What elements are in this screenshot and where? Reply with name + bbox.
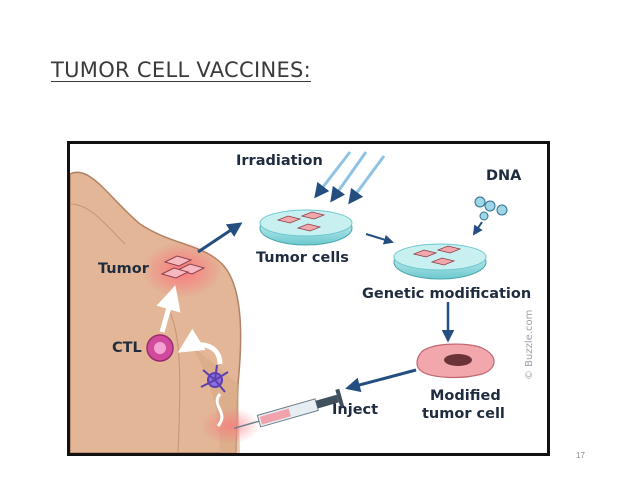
label-ctl: CTL — [112, 340, 142, 356]
dc-to-ctl-arrow — [177, 328, 223, 365]
irradiation-rays — [314, 151, 386, 205]
injection-path — [215, 393, 224, 427]
ctl-to-tumor-arrow — [156, 285, 181, 333]
page-number: 17 — [576, 451, 585, 460]
injection-glow — [200, 408, 260, 444]
modified-to-syringe-arrow — [345, 368, 417, 393]
label-irradiation: Irradiation — [236, 153, 323, 169]
tumor-to-dish-arrow — [197, 222, 243, 254]
petri-dish-1 — [259, 209, 353, 246]
label-tumor: Tumor — [98, 261, 149, 277]
modified-tumor-cell — [416, 343, 495, 379]
dish1-to-dish2-arrow — [365, 233, 394, 245]
petri-dish-2 — [393, 243, 487, 280]
tumor-cells-shoulder — [160, 255, 206, 279]
label-dna: DNA — [486, 168, 522, 184]
label-tumor-cells: Tumor cells — [256, 250, 349, 266]
dendritic-cell — [200, 364, 229, 393]
diagram-illustration — [70, 151, 508, 453]
label-modified-line2: tumor cell — [422, 406, 505, 422]
slide-title: TUMOR CELL VACCINES: — [51, 58, 312, 82]
vaccine-diagram: Irradiation DNA Tumor Tumor cells Geneti… — [67, 141, 550, 456]
label-genetic-modification: Genetic modification — [362, 286, 532, 302]
syringe — [233, 388, 345, 430]
dna-to-dish2-arrow — [472, 221, 483, 236]
label-inject: Inject — [332, 402, 379, 418]
label-modified-line1: Modified — [430, 388, 501, 404]
image-credit: © Buzzle.com — [524, 309, 535, 380]
dna-plasmids — [474, 196, 508, 221]
